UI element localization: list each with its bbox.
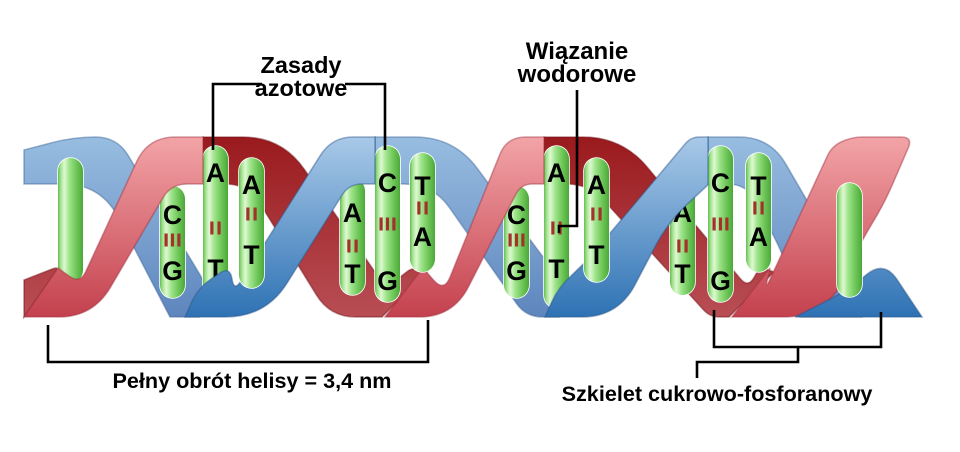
svg-text:A: A [343,198,362,228]
svg-text:Pełny obrót helisy = 3,4 nm: Pełny obrót helisy = 3,4 nm [112,368,391,393]
svg-text:T: T [674,259,690,289]
svg-text:azotowe: azotowe [255,75,348,101]
svg-text:C: C [378,168,397,198]
svg-text:G: G [162,256,183,286]
svg-text:G: G [377,266,398,296]
svg-text:G: G [710,266,731,296]
svg-text:G: G [506,256,527,286]
svg-text:Szkielet cukrowo-fosforanowy: Szkielet cukrowo-fosforanowy [562,381,873,406]
svg-text:T: T [548,254,564,284]
svg-text:C: C [163,200,182,230]
svg-text:A: A [413,222,432,252]
svg-text:A: A [587,170,606,200]
svg-text:wodorowe: wodorowe [517,61,637,88]
svg-text:A: A [242,170,261,200]
svg-text:Zasady: Zasady [261,52,342,78]
svg-text:C: C [711,168,730,198]
svg-text:A: A [749,222,768,252]
svg-text:T: T [750,171,766,201]
svg-text:T: T [414,171,430,201]
svg-text:Wiązanie: Wiązanie [526,38,628,65]
svg-text:C: C [507,200,526,230]
svg-text:A: A [547,158,566,188]
svg-text:T: T [588,240,604,270]
svg-text:T: T [344,259,360,289]
svg-text:A: A [206,158,225,188]
svg-text:T: T [243,240,259,270]
